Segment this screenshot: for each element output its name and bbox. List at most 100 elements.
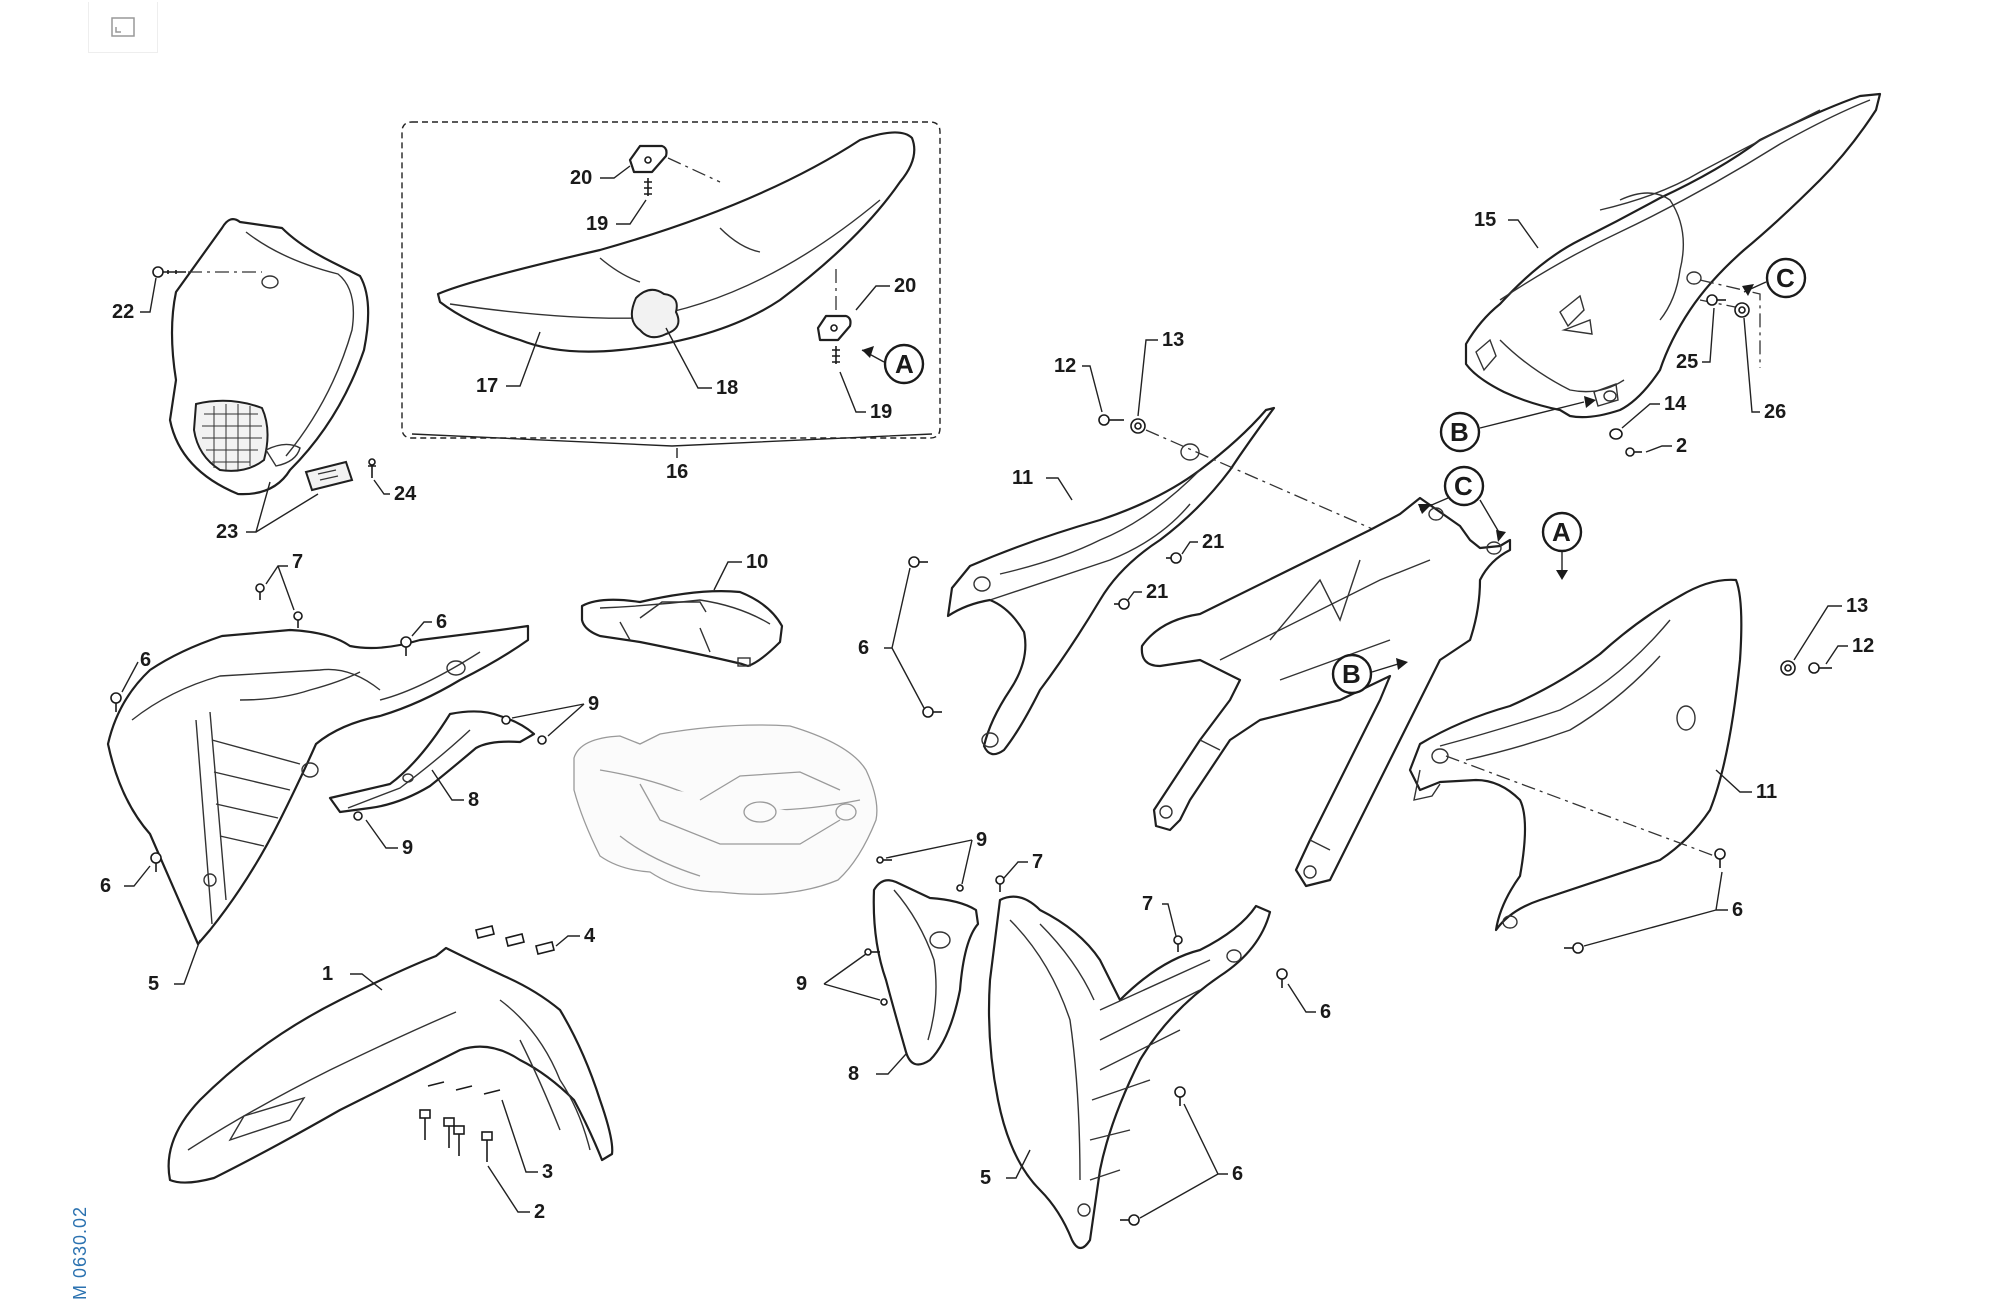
screw-9[interactable] [353, 811, 363, 821]
radiator-scoop-left[interactable] [328, 710, 536, 814]
washer-13[interactable] [1780, 660, 1796, 676]
callout-25: 25 [1676, 351, 1698, 373]
rear-fender-group: C B 15 25 26 14 2 [1439, 92, 1882, 457]
screw-6[interactable] [1564, 942, 1584, 954]
screw-9[interactable] [501, 715, 511, 725]
callout-6: 6 [100, 875, 111, 897]
fender-bolt[interactable] [443, 1117, 455, 1148]
right-shroud-group: 7 6 6 5 [980, 893, 1331, 1250]
screw-7[interactable] [995, 875, 1005, 892]
svg-text:A: A [895, 349, 914, 379]
callout-10: 10 [746, 551, 768, 573]
airbox-cover[interactable] [580, 590, 784, 668]
seat-group-frame [401, 121, 941, 439]
callout-6: 6 [1732, 899, 1743, 921]
screw-7[interactable] [255, 583, 265, 600]
reference-b-fender [1439, 411, 1481, 453]
bolt-25[interactable] [1706, 294, 1726, 306]
expand-button[interactable] [88, 2, 158, 53]
svg-text:A: A [1552, 517, 1571, 547]
screw-6[interactable] [1714, 848, 1726, 868]
screw-9[interactable] [864, 948, 880, 956]
reference-b-frame [1331, 653, 1373, 695]
fender-bolt[interactable] [419, 1109, 431, 1140]
callout-21: 21 [1146, 581, 1168, 603]
screw-6[interactable] [908, 556, 928, 568]
fender-bolt[interactable] [453, 1125, 465, 1156]
radiator-shroud-left[interactable] [106, 624, 530, 946]
headlight-mask-group: 22 23 24 [112, 218, 417, 543]
svg-text:B: B [1450, 417, 1469, 447]
nut-26[interactable] [1734, 302, 1750, 318]
reference-a-seat [883, 343, 925, 385]
screw-9[interactable] [876, 856, 892, 864]
headlight-lens[interactable] [192, 399, 269, 472]
seat-bolt-rear[interactable] [644, 178, 652, 196]
callout-6: 6 [1232, 1163, 1243, 1185]
callout-17: 17 [476, 375, 498, 397]
callout-20: 20 [570, 167, 592, 189]
fender-clip[interactable] [475, 925, 495, 939]
rear-fender[interactable] [1464, 92, 1882, 419]
svg-text:B: B [1342, 659, 1361, 689]
bolt-12[interactable] [1098, 414, 1124, 426]
screw-6[interactable] [1120, 1214, 1140, 1226]
seat-bolt-front[interactable] [832, 346, 840, 364]
screw-6[interactable] [1174, 1086, 1186, 1106]
front-fender[interactable] [167, 946, 614, 1184]
callout-6: 6 [140, 649, 151, 671]
screw-6[interactable] [1276, 968, 1288, 988]
left-side-panel-group: 11 12 13 21 21 6 [858, 329, 1481, 756]
callout-21: 21 [1202, 531, 1224, 553]
fender-clip[interactable] [505, 933, 525, 947]
reference-c-fender [1765, 257, 1807, 299]
number-clip[interactable] [304, 460, 354, 492]
screw-9[interactable] [880, 998, 888, 1006]
screw-6[interactable] [922, 706, 942, 718]
callout-19: 19 [586, 213, 608, 235]
callout-16: 16 [666, 461, 688, 483]
radiator-shroud-right[interactable] [987, 895, 1272, 1250]
callout-7: 7 [1032, 851, 1043, 873]
callout-9: 9 [976, 829, 987, 851]
callout-15: 15 [1474, 209, 1496, 231]
callout-2: 2 [534, 1201, 545, 1223]
right-side-panel-group: 13 12 11 6 [1408, 578, 1874, 954]
screw-6[interactable] [150, 852, 162, 872]
bolt-12[interactable] [1808, 662, 1832, 674]
svg-text:C: C [1776, 263, 1795, 293]
screw-9[interactable] [956, 884, 964, 892]
callout-19: 19 [870, 401, 892, 423]
airbox-group: 10 [573, 551, 878, 895]
callout-26: 26 [1764, 401, 1786, 423]
callout-5: 5 [148, 973, 159, 995]
front-fender-group: 1 4 3 2 [167, 925, 614, 1223]
screw-21[interactable] [1114, 598, 1130, 610]
side-panel-right[interactable] [1408, 578, 1743, 932]
screw-6[interactable] [110, 692, 122, 712]
screw-6[interactable] [400, 636, 412, 656]
headlight-mask[interactable] [168, 218, 370, 496]
svg-text:C: C [1454, 471, 1473, 501]
radiator-scoop-right[interactable] [872, 879, 980, 1066]
subframe[interactable] [1140, 496, 1512, 888]
callout-24: 24 [394, 483, 417, 505]
screw-7[interactable] [293, 611, 303, 628]
screw-7[interactable] [1173, 935, 1183, 952]
washer-14[interactable] [1609, 428, 1623, 440]
reference-c-frame [1443, 465, 1485, 507]
fender-clip[interactable] [535, 941, 555, 955]
screw-2[interactable] [1625, 447, 1642, 457]
callout-9: 9 [402, 837, 413, 859]
seat[interactable] [436, 131, 916, 353]
side-panel-left[interactable] [946, 406, 1276, 756]
screw-9[interactable] [537, 735, 547, 745]
callout-23: 23 [216, 521, 238, 543]
screw-21[interactable] [1166, 552, 1182, 564]
seat-strap-patch[interactable] [630, 288, 680, 339]
callout-12: 12 [1054, 355, 1076, 377]
callout-4: 4 [584, 925, 596, 947]
washer-13[interactable] [1130, 418, 1146, 434]
fender-bolt[interactable] [481, 1131, 493, 1162]
callout-7: 7 [292, 551, 303, 573]
